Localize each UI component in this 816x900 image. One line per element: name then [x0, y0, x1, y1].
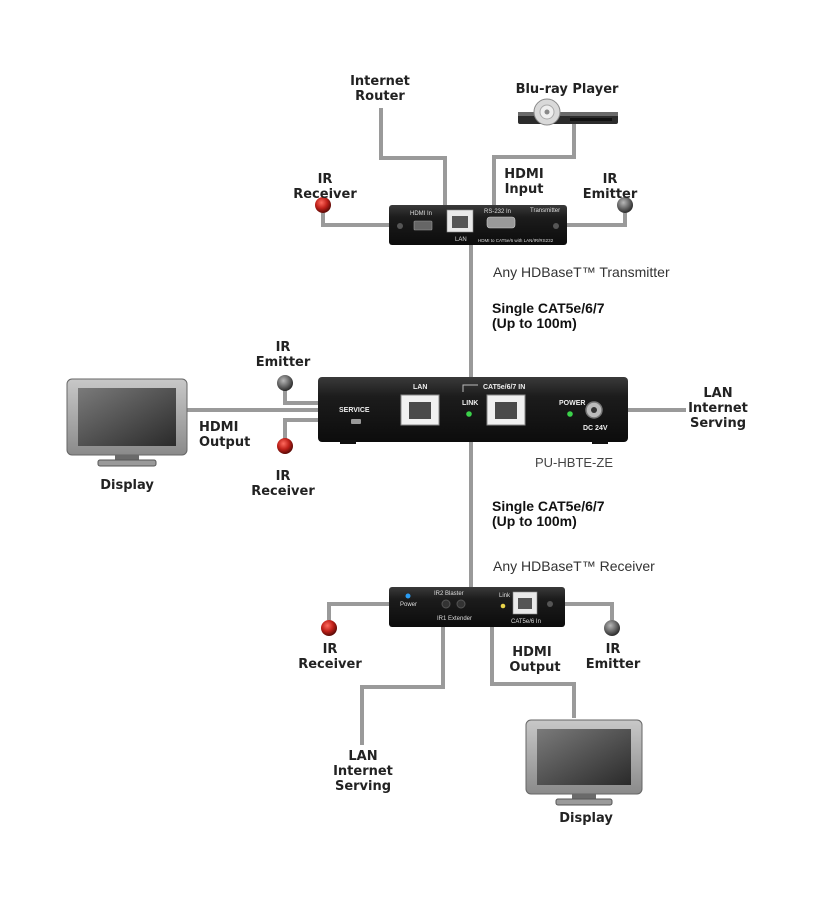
tx-ir-emitter-icon [617, 197, 633, 213]
wire-internet-router [379, 108, 447, 207]
wire-rx-hdmi [490, 625, 576, 718]
rx-ir-jack-right [547, 601, 553, 607]
main-lan-label: LAN [413, 384, 427, 391]
main-cat-in-label: CAT5e/6/7 IN [483, 384, 525, 391]
tx-rs232-label: RS-232 In [484, 209, 511, 215]
main-device: SERVICE LAN CAT5e/6/7 IN LINK POWER DC 2… [318, 377, 628, 444]
bluray-player [518, 98, 618, 126]
hdmi-input-label-line2: Input [505, 182, 544, 197]
lan-right-label-line1: LAN [703, 386, 732, 401]
cable-top-line1: Single CAT5e/6/7 [492, 300, 605, 316]
display-bottom-label: Display [559, 811, 613, 826]
main-ir-receiver-label-line1: IR [276, 469, 291, 484]
cable-bottom-line2: (Up to 100m) [492, 513, 577, 529]
main-ir-emitter-label-line1: IR [276, 340, 291, 355]
tx-ir-receiver-icon [315, 197, 331, 213]
lan-right-label-line3: Serving [690, 416, 746, 431]
main-ir-receiver-icon [277, 438, 293, 454]
rx-ir-emitter-label-line1: IR [606, 642, 621, 657]
wire-rx-ir-emitter [564, 602, 614, 620]
lan-bottom-label-line1: LAN [348, 749, 377, 764]
lan-bottom-label-line2: Internet [333, 764, 393, 779]
display-bottom-icon [525, 719, 643, 806]
tx-ir-receiver-label-line1: IR [318, 172, 333, 187]
model-name: PU-HBTE-ZE [535, 455, 613, 470]
hdmi-input-label-line1: HDMI [504, 167, 543, 182]
rx-power-label: Power [400, 602, 417, 608]
tx-ir-jack-right [553, 223, 559, 229]
main-link-label: LINK [462, 400, 478, 407]
main-service-label: SERVICE [339, 407, 370, 414]
rx-ir1-label: IR1 Extender [437, 616, 472, 622]
rx-hdmi-output-label-line2: Output [509, 660, 560, 675]
tx-ir-jack-left [397, 223, 403, 229]
labels: Internet Router Blu-ray Player IR Receiv… [100, 74, 748, 826]
main-service-port [351, 419, 361, 424]
main-hdmi-output-label-line1: HDMI [199, 420, 238, 435]
main-dc-label: DC 24V [583, 425, 608, 432]
rx-ir-emitter-label-line2: Emitter [586, 657, 641, 672]
rx-ir2-label: IR2 Blaster [434, 591, 464, 597]
rx-link-led [500, 603, 506, 609]
transmitter-note: Any HDBaseT™ Transmitter [493, 264, 670, 280]
lan-right-label-line2: Internet [688, 401, 748, 416]
display-left-label: Display [100, 478, 154, 493]
rx-ir1-jack [456, 599, 466, 609]
internet-router-label-line1: Internet [350, 74, 410, 89]
wire-main-ir-emitter [283, 390, 320, 405]
tx-hdmi-in-label: HDMI In [410, 211, 432, 217]
rx-ir-receiver-label-line2: Receiver [298, 657, 362, 672]
tx-hdmi-port [413, 220, 433, 231]
tx-ir-receiver-label-line2: Receiver [293, 187, 357, 202]
rx-ir2-jack [441, 599, 451, 609]
rx-ir-receiver-label-line1: IR [323, 642, 338, 657]
internet-router-label-line2: Router [355, 89, 405, 104]
main-hdmi-output-label-line2: Output [199, 435, 250, 450]
rx-link-label: Link [499, 593, 511, 599]
receiver-device: Power IR2 Blaster IR1 Extender Link CAT5… [389, 587, 565, 627]
tx-lan-label: LAN [455, 237, 467, 243]
wire-bluray [492, 120, 576, 207]
rx-cat-in-label: CAT5e/6 In [511, 619, 541, 625]
wires [187, 108, 686, 745]
main-ir-emitter-label-line2: Emitter [256, 355, 311, 370]
main-ir-receiver-label-line2: Receiver [251, 484, 315, 499]
tx-ir-emitter-label-line1: IR [603, 172, 618, 187]
cable-top-line2: (Up to 100m) [492, 315, 577, 331]
main-link-led [466, 411, 472, 417]
wire-main-ir-receiver [283, 418, 320, 440]
wire-rx-ir-receiver [327, 602, 390, 620]
wire-tx-ir-emitter [566, 213, 627, 227]
display-left-icon [66, 378, 188, 467]
lan-bottom-label-line3: Serving [335, 779, 391, 794]
tx-transmitter-label: Transmitter [530, 208, 560, 214]
transmitter-device: HDMI In LAN RS-232 In Transmitter HDMI t… [389, 205, 567, 245]
rx-hdmi-output-label-line1: HDMI [512, 645, 551, 660]
main-power-label: POWER [559, 400, 585, 407]
receiver-note: Any HDBaseT™ Receiver [493, 558, 655, 574]
cable-bottom-line1: Single CAT5e/6/7 [492, 498, 605, 514]
rx-power-led [405, 593, 411, 599]
tx-rs232-port [486, 216, 516, 229]
main-ir-emitter-icon [277, 375, 293, 391]
rx-ir-receiver-icon [321, 620, 337, 636]
tx-caption: HDMI to CAT5e/6 with LAN/IR/RS232 [478, 238, 554, 243]
wire-lan-bottom [360, 625, 445, 745]
tx-ir-emitter-label-line2: Emitter [583, 187, 638, 202]
wire-tx-ir-receiver [321, 213, 390, 227]
bluray-label: Blu-ray Player [516, 82, 619, 97]
main-power-led [567, 411, 573, 417]
rx-ir-emitter-icon [604, 620, 620, 636]
